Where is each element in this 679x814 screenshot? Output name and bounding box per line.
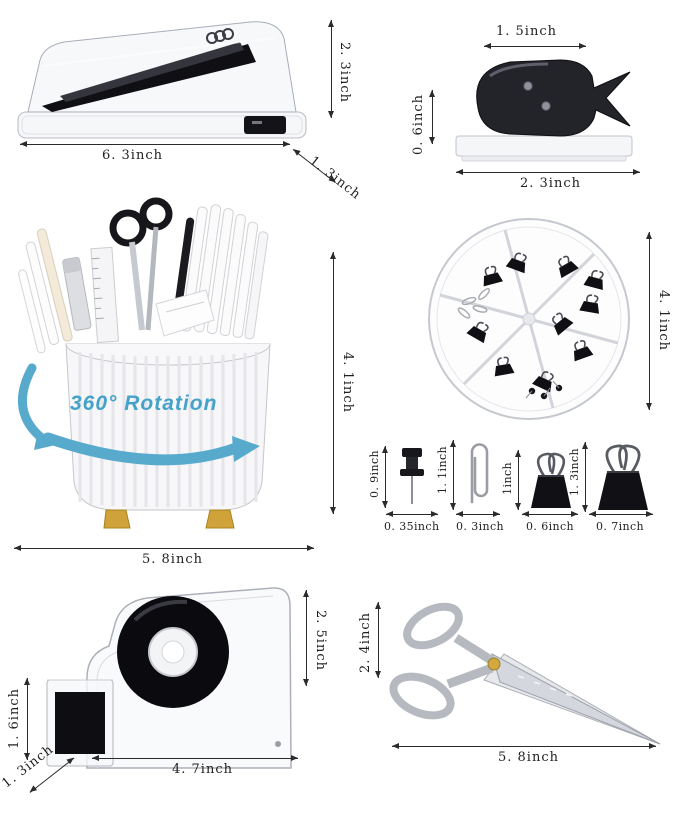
push-pin-width-arrow: [386, 511, 438, 517]
binder-clip-small-height-arrow: [515, 450, 521, 510]
binder-clip-large-height-label: 1. 3inch: [568, 448, 581, 497]
push-pin-illustration: [400, 448, 424, 504]
organizer-ribs: [78, 352, 258, 507]
scissors-height-label: 2. 4inch: [358, 612, 373, 673]
clips-box-dividers: [439, 229, 619, 409]
remover-height-arrow: [429, 90, 435, 144]
remover-jaw-width-label: 1. 5inch: [496, 24, 557, 39]
ruler: [90, 246, 119, 344]
remover-height-label: 0. 6inch: [411, 94, 426, 155]
binder-clip-small-width-label: 0. 6inch: [526, 520, 575, 533]
binder-clip-small-height-label: 1inch: [501, 462, 514, 495]
binder-clip-large-illustration: [598, 444, 648, 510]
staple-remover-illustration: [455, 59, 633, 162]
stapler-height-arrow: [328, 20, 334, 118]
paper-clip-width-label: 0. 3inch: [456, 520, 505, 533]
push-pin-width-label: 0. 35inch: [384, 520, 440, 533]
clips-box-diameter-arrow: [646, 232, 652, 410]
rotation-label: 360° Rotation: [70, 392, 218, 415]
stapler-height-label: 2. 3inch: [337, 42, 352, 103]
clips-box-illustration: [428, 218, 630, 420]
tape-length-label: 4. 7inch: [172, 762, 233, 777]
binder-clip-large-width-arrow: [589, 511, 653, 517]
binder-clip-small-width-arrow: [522, 511, 578, 517]
organizer-diameter-label: 5. 8inch: [142, 552, 203, 567]
organizer-height-arrow: [330, 252, 336, 514]
tape-length-arrow: [92, 755, 298, 761]
tape-roll: [117, 596, 229, 708]
paper-clip-width-arrow: [456, 511, 500, 517]
stapler-front-block: [244, 116, 286, 134]
tape-dispenser-illustration: [46, 587, 292, 769]
rotation-arrow-icon: [17, 363, 260, 466]
paper-clip-height-label: 1. 1inch: [436, 446, 449, 495]
organizer-diameter-arrow: [14, 545, 314, 551]
scissors-handle: [109, 209, 147, 247]
scissors-handle: [403, 602, 463, 650]
scissors-illustration: [389, 602, 661, 745]
scissors-pivot-screw: [487, 657, 501, 671]
remover-length-label: 2. 3inch: [520, 176, 581, 191]
tape-front-height-arrow: [24, 678, 30, 760]
remover-length-arrow: [456, 169, 640, 175]
gold-foot: [205, 509, 235, 529]
scissors-handle: [389, 672, 455, 720]
stapler-spring: [206, 32, 218, 44]
scissors-blade: [491, 653, 661, 745]
push-pin-height-label: 0. 9inch: [368, 450, 381, 499]
scissors-length-label: 5. 8inch: [498, 750, 559, 765]
paper-clips-scatter: [457, 288, 490, 319]
scissors-length-arrow: [392, 743, 656, 749]
eraser: [155, 289, 215, 337]
gold-foot: [103, 509, 131, 529]
binder-clip-large-width-label: 0. 7inch: [596, 520, 645, 533]
clips-box-diameter-label: 4. 1inch: [656, 290, 671, 351]
tape-height-label: 2. 5inch: [313, 610, 328, 671]
paper-clip-illustration: [470, 443, 489, 504]
left-pens: [18, 228, 73, 354]
push-pins-scatter: [525, 380, 563, 400]
organizer-height-label: 4. 1inch: [340, 352, 355, 413]
binder-clip-large-height-arrow: [582, 442, 588, 512]
stapler-illustration: [17, 21, 307, 139]
tape-height-arrow: [303, 590, 309, 686]
marker-tube: [62, 256, 92, 331]
remover-base: [455, 135, 633, 157]
remover-body: [476, 59, 631, 137]
stapler-length-label: 6. 3inch: [102, 148, 163, 163]
pen-organizer-illustration: [17, 197, 271, 529]
push-pin-height-arrow: [382, 446, 388, 508]
remover-jaw-width-arrow: [484, 43, 586, 49]
paper-clip-height-arrow: [450, 440, 456, 510]
binder-clip-small-illustration: [531, 452, 571, 508]
stapler-length-arrow: [20, 141, 290, 147]
scissors-height-arrow: [375, 602, 381, 678]
organizer-contents: [18, 197, 269, 354]
tape-front-height-label: 1. 6inch: [7, 688, 22, 749]
